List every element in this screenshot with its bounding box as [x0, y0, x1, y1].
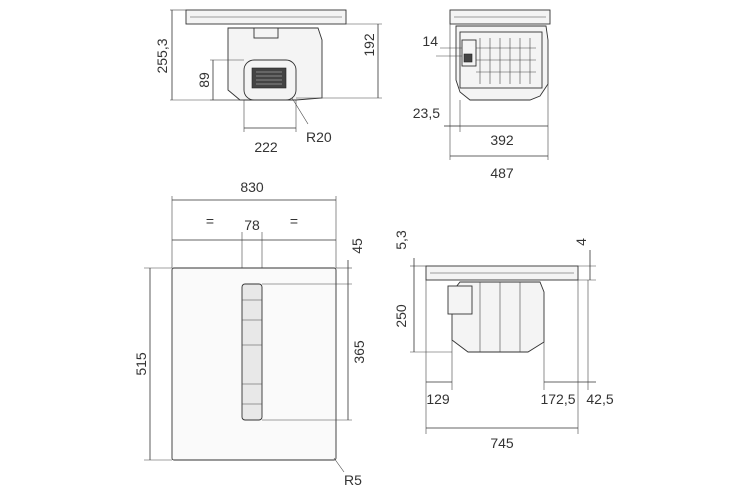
- dim-250: 250: [393, 304, 409, 328]
- dim-78: 78: [244, 217, 260, 233]
- dim-515: 515: [133, 352, 149, 376]
- dim-255-3: 255,3: [154, 38, 170, 73]
- side-view: 255,3 192 89 222 R20: [154, 9, 382, 155]
- front-view: 14 23,5 392 487: [413, 9, 551, 181]
- dim-192: 192: [361, 33, 377, 57]
- dim-r20: R20: [306, 129, 332, 145]
- dim-129: 129: [426, 391, 450, 407]
- section-view: 5,3 4 250 129 172,5 42,5 745: [393, 230, 614, 451]
- front-view-grille: [476, 38, 536, 84]
- dim-5-3: 5,3: [393, 230, 409, 250]
- dim-r5: R5: [344, 472, 362, 488]
- dim-14: 14: [422, 33, 438, 49]
- dim-222: 222: [254, 139, 278, 155]
- dim-42-5: 42,5: [586, 391, 613, 407]
- top-view-vent-strip: [241, 283, 263, 421]
- dim-45: 45: [349, 238, 365, 254]
- dim-487: 487: [490, 165, 514, 181]
- dim-4: 4: [573, 238, 589, 246]
- dim-23-5: 23,5: [413, 105, 440, 121]
- dim-365: 365: [351, 340, 367, 364]
- dim-830: 830: [240, 179, 264, 195]
- dim-89: 89: [196, 72, 212, 88]
- dim-392: 392: [490, 132, 514, 148]
- dim-equal-right: =: [290, 213, 298, 229]
- dim-172-5: 172,5: [540, 391, 575, 407]
- dim-745: 745: [490, 435, 514, 451]
- dim-equal-left: =: [206, 213, 214, 229]
- top-view: 830 = 78 = 45 365 515 R5: [133, 179, 367, 488]
